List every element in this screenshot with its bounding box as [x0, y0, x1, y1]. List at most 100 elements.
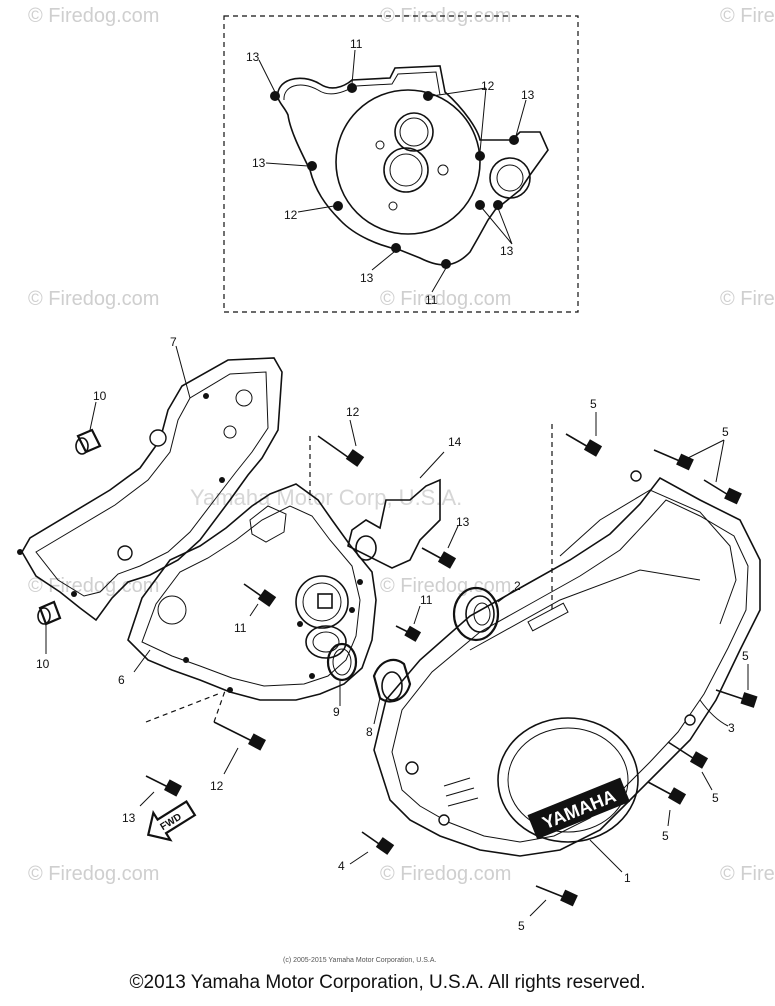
watermark: © Firedog.com: [28, 863, 159, 885]
callout-label: 11: [234, 621, 247, 635]
callout-label: 14: [448, 435, 462, 449]
gasket-hole: [235, 389, 253, 407]
callout-label: 5: [590, 397, 597, 411]
inset-bore-upper: [394, 112, 434, 152]
callout-label: 5: [662, 829, 669, 843]
bolt-hole: [227, 687, 233, 693]
leader-line: [447, 525, 459, 549]
watermark: © Firedog.com: [380, 863, 511, 885]
collar-8: [372, 658, 412, 703]
leader-line: [223, 747, 239, 775]
gasket-hole: [117, 545, 133, 561]
bolt-hole: [475, 200, 485, 210]
watermark: © Firedog.com: [380, 288, 511, 310]
bolt-head: [560, 889, 578, 907]
callout-label: 2: [514, 579, 521, 593]
inset-bore-lower-inner: [389, 153, 423, 187]
bolt-hole: [391, 243, 401, 253]
bolt-shank: [653, 449, 683, 463]
leader-line: [373, 697, 381, 725]
bolt-hole: [270, 91, 280, 101]
gasket-dowel-hole: [219, 477, 225, 483]
callout-label: 5: [722, 425, 729, 439]
bolt-head: [257, 589, 277, 607]
fine-copyright: (c) 2005-2015 Yamaha Motor Corporation, …: [283, 957, 436, 964]
leader-line: [175, 345, 191, 399]
bolt-hole: [423, 91, 433, 101]
inset-small-hole: [388, 201, 398, 211]
emblem-disc-inner: [507, 727, 629, 833]
callout-label: 11: [420, 593, 433, 607]
yamaha-logo: YAMAHA: [527, 777, 630, 840]
dowel-pin-upper: [76, 428, 102, 454]
callout-label: 9: [333, 705, 340, 719]
leader-line: [699, 699, 729, 727]
callout-label: 6: [118, 673, 125, 687]
callout-label: 3: [728, 721, 735, 735]
cover-1-inner: [391, 499, 749, 843]
cover-1-vents: [443, 777, 479, 807]
dowel-pins: 10 10: [36, 389, 107, 671]
bolt-hole: [630, 470, 642, 482]
cover-6-seal-seat-inner: [312, 631, 340, 653]
bolt-head: [437, 551, 457, 569]
bolt-shank: [213, 721, 255, 743]
alignment-line: [213, 687, 227, 723]
forward-arrow: FWD: [146, 800, 197, 842]
leader-line: [89, 401, 97, 431]
bolt-shank: [565, 433, 591, 449]
bolt-shank: [647, 781, 675, 797]
inset-leader-lines: [258, 49, 527, 293]
cover-1-plate: [527, 602, 569, 632]
watermark: © Firedog.com: [720, 5, 775, 27]
bolt-hole: [441, 259, 451, 269]
callout-label: 13: [521, 88, 535, 102]
callout-label: 10: [36, 657, 50, 671]
callout-label: 12: [346, 405, 360, 419]
bolt-head: [689, 751, 709, 769]
cover-gasket-3: 3: [699, 699, 735, 735]
inset-small-hole: [437, 164, 449, 176]
bolt-head: [164, 779, 182, 797]
bolt-hole: [684, 714, 696, 726]
gasket-7-inner: [35, 371, 269, 597]
bolt-head: [667, 787, 687, 805]
cover-6-boss: [249, 505, 287, 543]
cover-1-outline: [373, 476, 761, 857]
leader-line: [133, 649, 151, 673]
cover-6-bore-inner: [302, 582, 342, 622]
leader-line: [349, 851, 369, 865]
dowel-pin-upper-end: [75, 437, 89, 455]
cover-6-inner: [141, 505, 361, 687]
bolt-hole: [183, 657, 189, 663]
callout-label: 10: [93, 389, 107, 403]
oring-and-collar: 9 8: [326, 642, 412, 739]
leader-line: [701, 771, 713, 791]
watermark: © Firedog.com: [28, 5, 159, 27]
callout-label: 13: [456, 515, 470, 529]
bolt-shank: [535, 885, 567, 899]
watermark: © Firedog.com: [28, 575, 159, 597]
watermark: © Firedog.com: [380, 575, 511, 597]
bracket-14-ring: [355, 535, 377, 561]
watermark: © Firedog.com: [380, 5, 511, 27]
gasket-dowel-hole: [71, 591, 77, 597]
callout-label: 5: [712, 791, 719, 805]
bolt-hole: [357, 579, 363, 585]
callout-label: 12: [210, 779, 224, 793]
gasket-inner-edge: [283, 71, 441, 101]
inset-cover-circle: [335, 89, 481, 235]
bolt-head: [248, 733, 266, 751]
bolt-hole: [333, 201, 343, 211]
leader-line: [589, 839, 623, 873]
callout-label: 13: [500, 244, 514, 258]
bolt-hole: [405, 761, 419, 775]
callout-label: 13: [122, 811, 136, 825]
leader-line: [419, 451, 445, 479]
bolt-hole: [307, 161, 317, 171]
oring-9: [326, 642, 358, 682]
inset-frame: [223, 15, 579, 313]
bracket: 14: [347, 435, 462, 569]
bolt-hole: [475, 151, 485, 161]
leader-line: [687, 439, 725, 483]
